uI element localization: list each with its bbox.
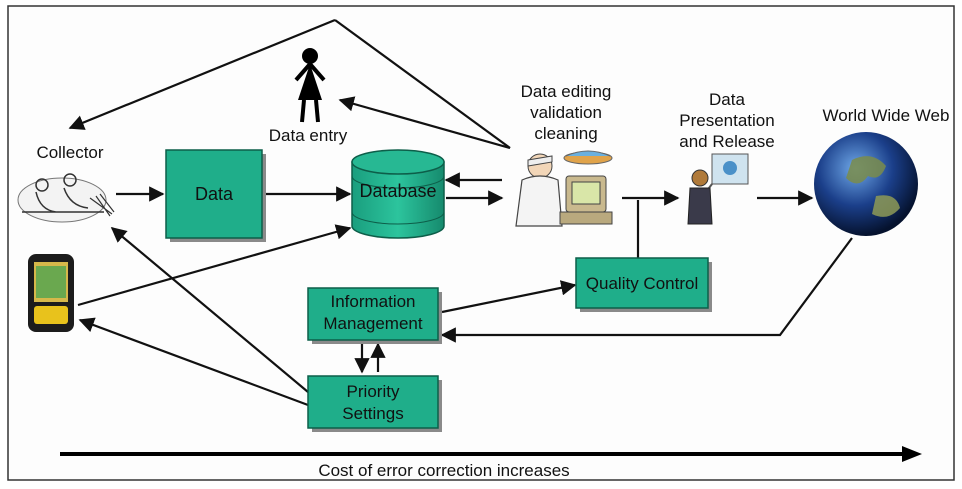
priority-settings-box: Priority Settings — [307, 375, 442, 432]
cost-label: Cost of error correction increases — [318, 461, 569, 480]
priority-line-2: Settings — [342, 404, 403, 423]
collector-label: Collector — [36, 143, 103, 162]
data-box: Data — [165, 149, 266, 242]
person-icon — [294, 48, 326, 123]
presentation-line-3: and Release — [679, 132, 774, 151]
diagram-frame — [7, 5, 955, 481]
database-label: Database — [359, 181, 436, 201]
cost-arrow — [60, 446, 922, 462]
quality-control-label: Quality Control — [586, 274, 698, 293]
scientist-at-computer-illustration — [515, 150, 613, 227]
data-editing-line-3: cleaning — [534, 124, 597, 143]
priority-line-1: Priority — [347, 382, 400, 401]
data-editing-line-2: validation — [530, 103, 602, 122]
collector-illustration — [17, 173, 115, 223]
information-management-box: Information Management — [307, 287, 442, 344]
data-editing-label: Data editing validation cleaning — [521, 82, 612, 143]
data-box-label: Data — [195, 184, 234, 204]
info-management-line-2: Management — [323, 314, 423, 333]
database-cylinder: Database — [351, 149, 445, 239]
flow-arrows — [68, 18, 853, 407]
presenter-illustration — [687, 153, 749, 225]
gps-device-icon — [28, 254, 74, 332]
info-management-line-1: Information — [330, 292, 415, 311]
data-editing-line-1: Data editing — [521, 82, 612, 101]
data-entry-label: Data entry — [269, 126, 348, 145]
globe-icon — [814, 132, 918, 236]
presentation-line-1: Data — [709, 90, 745, 109]
quality-control-box: Quality Control — [575, 257, 712, 312]
www-label: World Wide Web — [823, 106, 950, 125]
presentation-line-2: Presentation — [679, 111, 774, 130]
presentation-label: Data Presentation and Release — [679, 90, 774, 151]
